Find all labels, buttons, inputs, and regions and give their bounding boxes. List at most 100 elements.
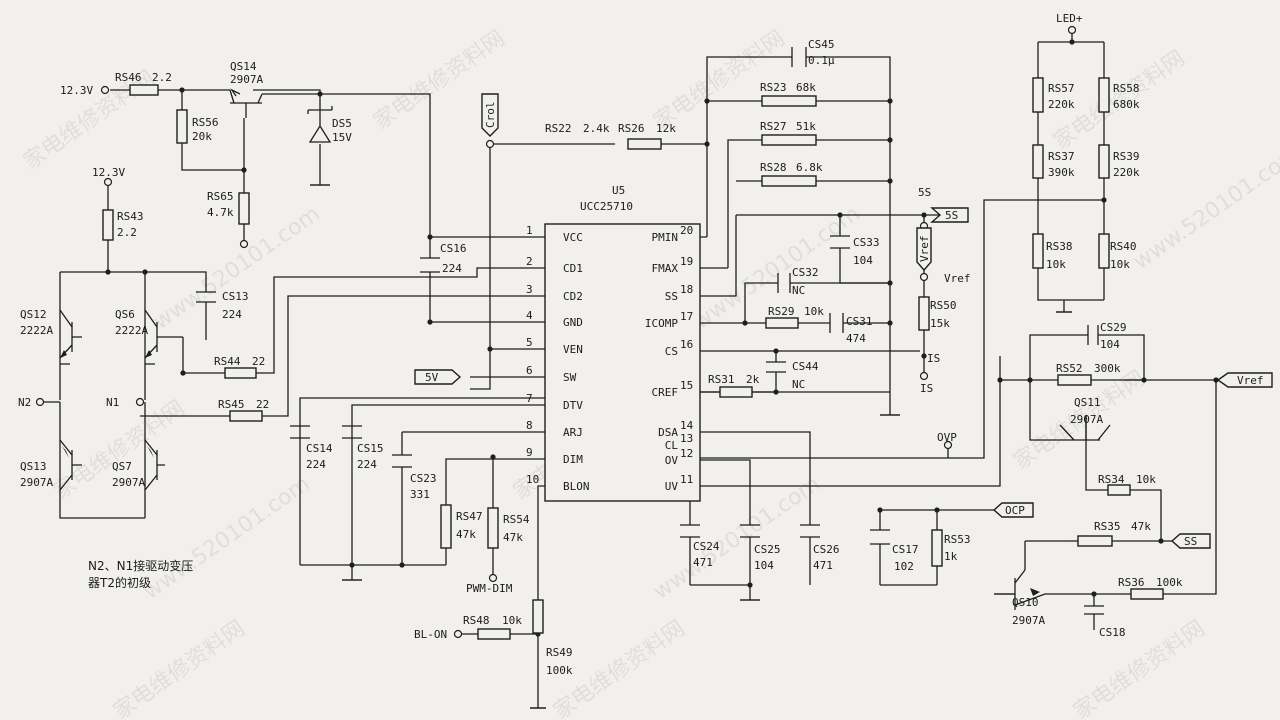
net-ovp: OVP	[937, 431, 957, 444]
terminal	[485, 139, 495, 149]
pin-name: OV	[665, 454, 679, 467]
watermark: www.520101.com	[1129, 141, 1280, 274]
tag-vref	[1216, 372, 1273, 388]
transistor-qs14	[229, 88, 263, 118]
resistor-rs27	[761, 134, 817, 146]
net-12v3-top: 12.3V	[60, 84, 93, 97]
transistor-qs10	[994, 569, 1046, 610]
label-cs18: CS18	[1099, 626, 1126, 639]
transistor-qs11	[1059, 415, 1111, 455]
pin-number: 17	[680, 310, 693, 323]
capacitor-cs18	[1084, 605, 1104, 615]
label-rs52: RS52	[1056, 362, 1083, 375]
value-rs53: 1k	[944, 550, 958, 563]
transistor-qs12	[59, 309, 82, 359]
capacitor-cs29	[1087, 325, 1099, 345]
terminal	[35, 397, 45, 407]
pin-name: DIM	[563, 453, 583, 466]
label-qs10: QS10	[1012, 596, 1039, 609]
terminal	[919, 371, 929, 381]
resistor-rs57	[1032, 77, 1044, 113]
label-cs26: CS26	[813, 543, 840, 556]
value-rs65: 4.7k	[207, 206, 234, 219]
pin-number: 19	[680, 255, 693, 268]
label-cs44: CS44	[792, 360, 819, 373]
label-rs65: RS65	[207, 190, 234, 203]
watermark: 家电维修资料网	[109, 616, 250, 720]
value-rs54: 47k	[503, 531, 523, 544]
resistor-rs28	[761, 175, 817, 187]
label-rs34: RS34	[1098, 473, 1125, 486]
label-rs47: RS47	[456, 510, 483, 523]
label-rs23: RS23	[760, 81, 787, 94]
value-cs16: 224	[442, 262, 462, 275]
pins-left: 1VCC2CD13CD24GND5VEN6SW7DTV8ARJ9DIM10BLO…	[526, 224, 590, 493]
net-n1: N1	[106, 396, 119, 409]
grounds	[310, 184, 1095, 709]
value-rs50: 15k	[930, 317, 950, 330]
label-cs16: CS16	[440, 242, 467, 255]
label-ds5: DS5	[332, 117, 352, 130]
tag-vref-label: Vref	[1237, 374, 1264, 387]
label-rs58: RS58	[1113, 82, 1140, 95]
value-rs35: 47k	[1131, 520, 1151, 533]
value-rs44: 22	[252, 355, 265, 368]
value-rs57: 220k	[1048, 98, 1075, 111]
resistor-rs44	[224, 367, 257, 379]
net-12v3-mid: 12.3V	[92, 166, 125, 179]
junctions	[35, 25, 1219, 639]
label-rs46: RS46	[115, 71, 142, 84]
resistor-rs48	[477, 628, 511, 640]
pin-name: CL	[665, 439, 679, 452]
pin-name: CS	[665, 345, 678, 358]
resistor-rs35	[1077, 535, 1113, 547]
resistor-rs56	[176, 109, 188, 144]
terminal	[1067, 25, 1077, 35]
resistor-rs54	[487, 507, 499, 549]
resistors	[102, 77, 1164, 640]
pin-number: 6	[526, 364, 533, 377]
value-qs12: 2222A	[20, 324, 53, 337]
label-rs50: RS50	[930, 299, 957, 312]
resistor-rs29	[765, 317, 799, 329]
label-rs38: RS38	[1046, 240, 1073, 253]
terminal	[943, 440, 953, 450]
zener-diode-ds5	[307, 106, 333, 143]
label-rs31: RS31	[708, 373, 735, 386]
label-qs14: QS14	[230, 60, 257, 73]
value-cs44: NC	[792, 378, 805, 391]
pin-name: ARJ	[563, 426, 583, 439]
label-cs45: CS45	[808, 38, 835, 51]
label-rs29: RS29	[768, 305, 795, 318]
value-rs28: 6.8k	[796, 161, 823, 174]
value-cs17: 102	[894, 560, 914, 573]
pin-number: 9	[526, 446, 533, 459]
pin-name: DSA	[658, 426, 678, 439]
pin-name: UV	[665, 480, 679, 493]
net-led-plus: LED+	[1056, 12, 1083, 25]
terminal	[100, 85, 110, 95]
capacitor-cs15	[342, 425, 362, 439]
label-rs26: RS26	[618, 122, 645, 135]
label-cs23: CS23	[410, 472, 437, 485]
capacitor-cs23	[392, 454, 412, 468]
pin-name: CD2	[563, 290, 583, 303]
label-cs33: CS33	[853, 236, 880, 249]
pin-number: 2	[526, 255, 533, 268]
pin-name: ICOMP	[645, 317, 678, 330]
terminal	[135, 397, 145, 407]
resistor-rs34	[1107, 484, 1131, 496]
pin-number: 13	[680, 432, 693, 445]
pin-number: 16	[680, 338, 693, 351]
note-line-1: N2、N1接驱动变压	[88, 558, 193, 573]
capacitor-cs17	[870, 529, 890, 545]
terminal	[453, 629, 463, 639]
note-line-2: 器T2的初级	[88, 575, 151, 590]
terminal	[488, 573, 498, 583]
component-labels: RS46 2.2 QS14 2907A RS56 20k DS5 15V RS6…	[20, 38, 1183, 677]
pin-name: SW	[563, 371, 577, 384]
value-cs29: 104	[1100, 338, 1120, 351]
value-cs14: 224	[306, 458, 326, 471]
value-cs32: NC	[792, 284, 805, 297]
